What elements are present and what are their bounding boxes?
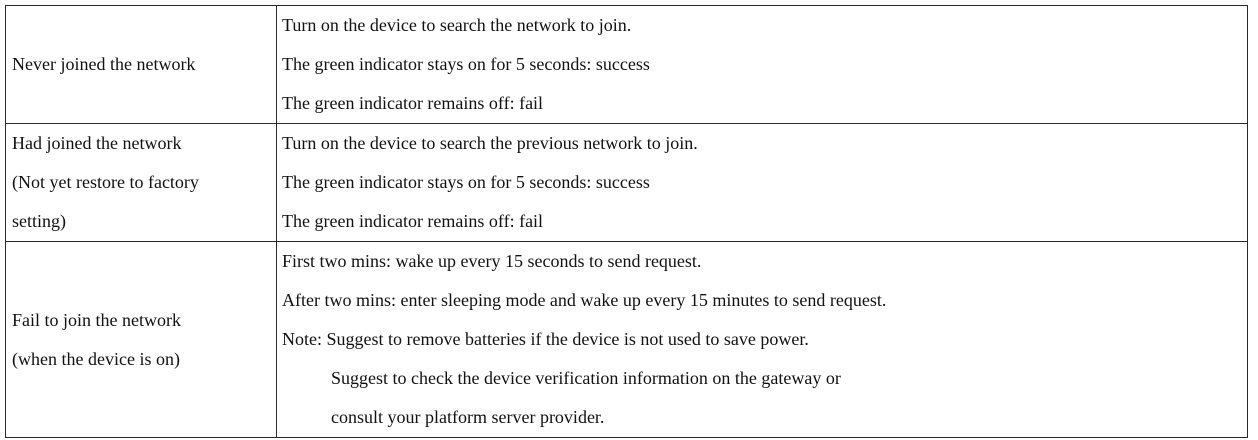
description-line: The green indicator stays on for 5 secon… [282,172,650,192]
condition-cell: Fail to join the network (when the devic… [5,241,277,438]
condition-cell: Never joined the network [5,5,277,124]
description-cell: First two mins: wake up every 15 seconds… [276,241,1248,438]
condition-text: (when the device is on) [12,348,180,369]
description-cell: Turn on the device to search the network… [276,5,1248,124]
description-line: The green indicator remains off: fail [282,93,544,113]
table-row: Fail to join the network (when the devic… [5,241,1248,438]
description-line: Turn on the device to search the previou… [282,133,698,153]
table-row: Never joined the network Turn on the dev… [5,5,1248,124]
description-note-continuation: Suggest to check the device verification… [331,368,841,388]
description-line: The green indicator remains off: fail [282,211,544,231]
condition-text: (Not yet restore to factory [12,172,199,192]
condition-cell: Had joined the network (Not yet restore … [5,123,277,242]
condition-text: Had joined the network [12,133,182,153]
description-line: After two mins: enter sleeping mode and … [282,290,887,310]
description-line: First two mins: wake up every 15 seconds… [282,251,702,271]
condition-text: Fail to join the network [12,309,181,330]
description-note: Note: Suggest to remove batteries if the… [282,329,809,349]
condition-text: setting) [12,211,66,231]
description-cell: Turn on the device to search the previou… [276,123,1248,242]
network-status-table: Never joined the network Turn on the dev… [5,5,1248,438]
description-line: The green indicator stays on for 5 secon… [282,54,650,74]
description-note-continuation: consult your platform server provider. [331,407,605,427]
description-line: Turn on the device to search the network… [282,15,632,35]
condition-text: Never joined the network [12,54,196,74]
table-row: Had joined the network (Not yet restore … [5,123,1248,242]
